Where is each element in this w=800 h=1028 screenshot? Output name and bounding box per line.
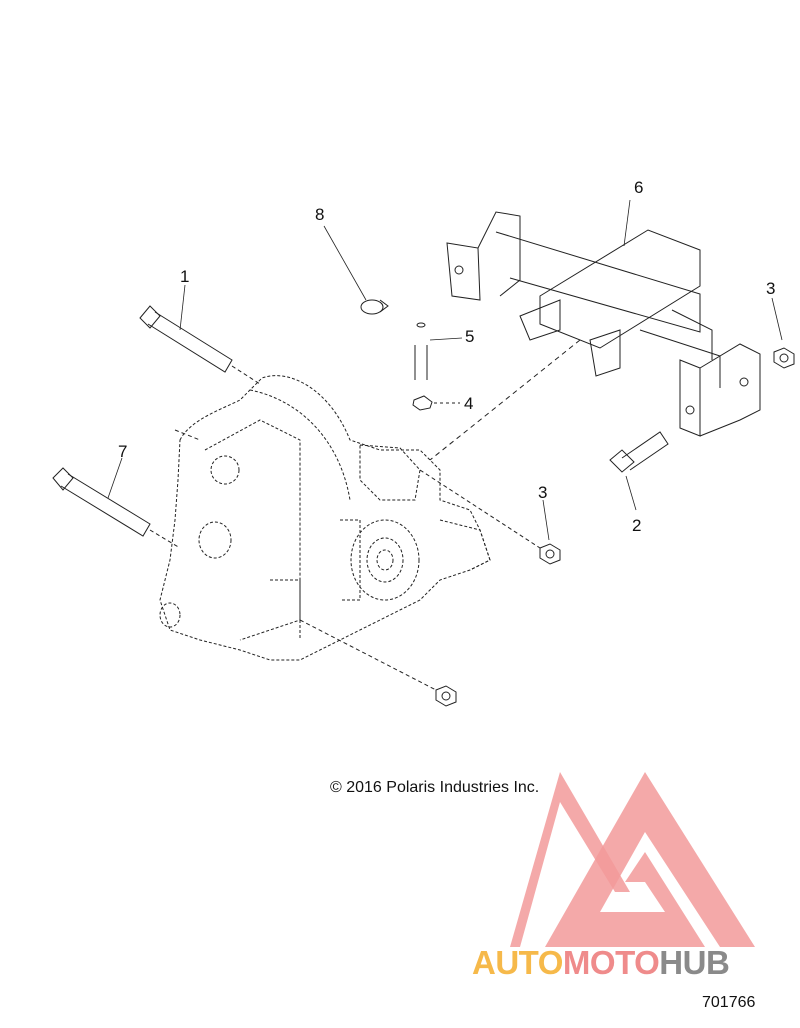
automotohub-logo-icon: [510, 772, 755, 947]
copyright-text: © 2016 Polaris Industries Inc.: [330, 779, 540, 796]
callout-7: 7: [118, 442, 128, 461]
spacer-5: [414, 322, 463, 380]
brand-auto: AUTO: [472, 944, 563, 981]
watermark-brand: AUTOMOTOHUB: [472, 944, 730, 982]
bolt-7: [52, 457, 181, 549]
bolt-1: [139, 284, 261, 385]
callout-6: 6: [634, 178, 644, 197]
callout-5: 5: [465, 327, 475, 346]
brand-hub: HUB: [659, 944, 730, 981]
callout-2: 2: [632, 516, 642, 535]
washer-4: [412, 395, 460, 411]
nut-3-upper: [771, 297, 795, 369]
brand-moto: MOTO: [562, 944, 660, 981]
document-number: 701766: [702, 994, 756, 1011]
mount-bracket-6: [429, 199, 761, 461]
callout-1: 1: [180, 267, 190, 286]
nut-bottom: [299, 619, 457, 707]
transmission-assembly: [159, 375, 491, 661]
clip-8: [323, 225, 389, 315]
bolt-2: [609, 431, 669, 511]
callout-3-upper: 3: [766, 279, 776, 298]
callout-3-lower: 3: [538, 483, 548, 502]
callout-8: 8: [315, 205, 325, 224]
callout-4: 4: [464, 394, 474, 413]
